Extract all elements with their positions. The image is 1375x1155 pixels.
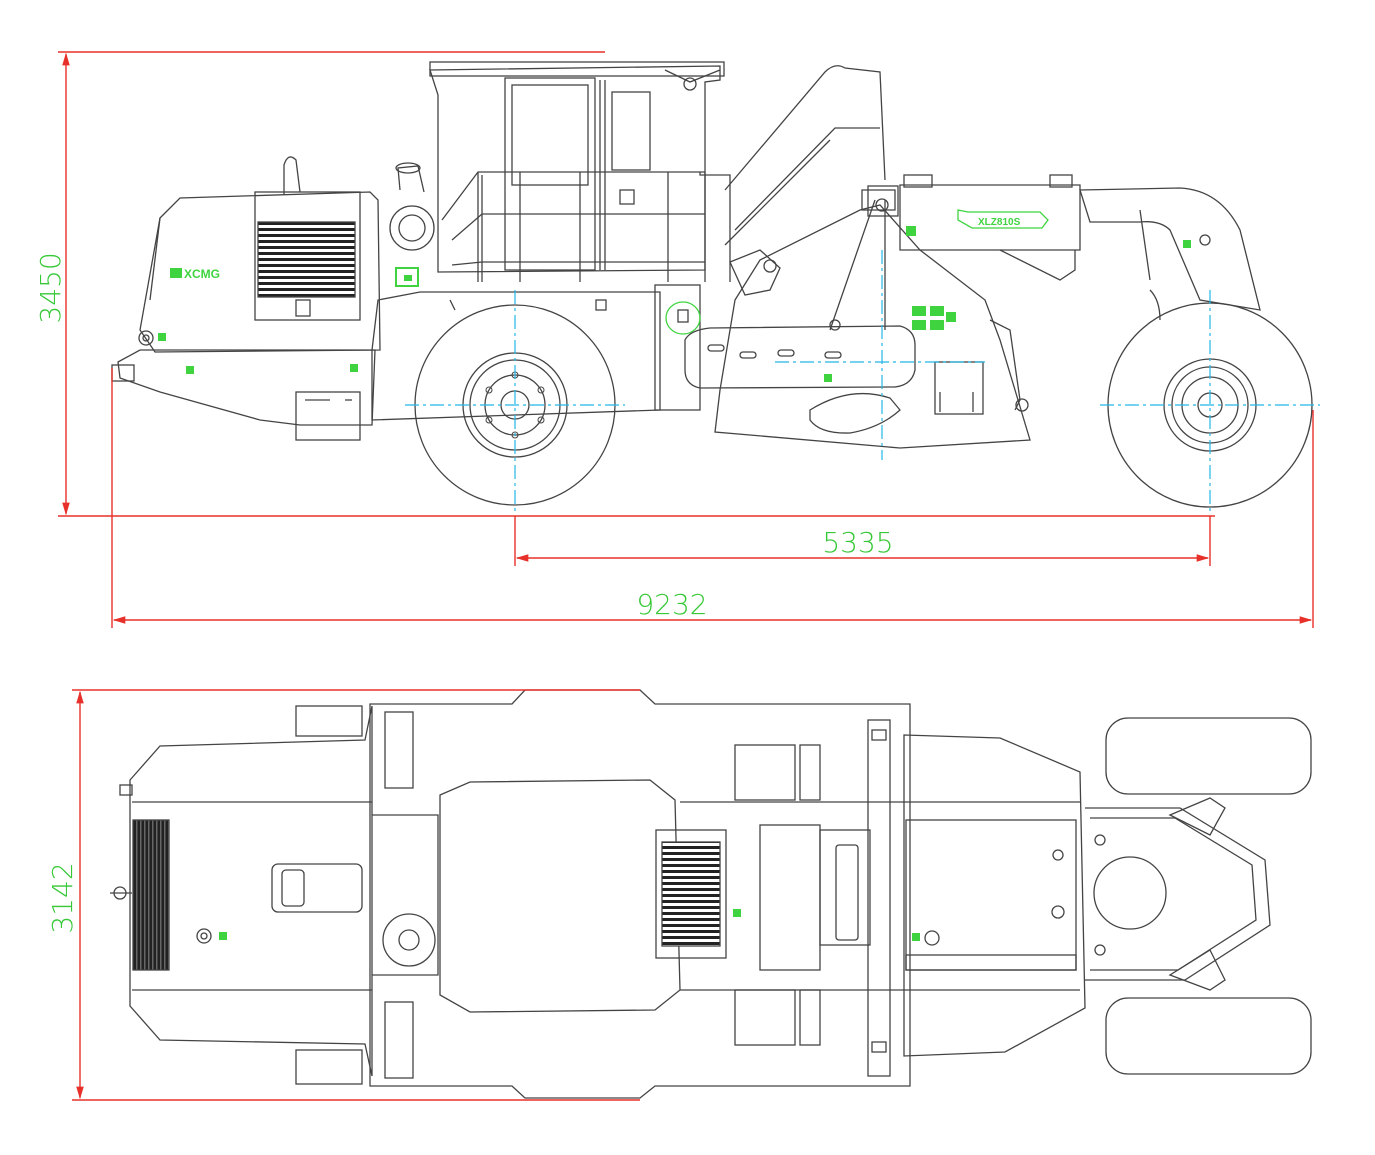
front-housing-top — [903, 734, 1086, 1057]
rear-body-top — [129, 705, 373, 1077]
cab — [429, 65, 721, 273]
side-view — [111, 61, 1313, 508]
lift-arm — [829, 189, 896, 331]
rotor-housing — [714, 204, 1031, 449]
air-filter — [389, 205, 435, 251]
front-arm — [1079, 187, 1261, 311]
top-view — [110, 689, 1312, 1099]
main-frame — [371, 291, 661, 421]
model-badge: XLZ810S — [978, 217, 1021, 228]
overall-length-dimension: 9232 — [636, 588, 707, 621]
front-pivot — [1093, 856, 1167, 930]
height-dimension: 3450 — [34, 252, 67, 323]
rear-bumper — [117, 349, 376, 426]
railing — [441, 171, 706, 282]
side-view-markers — [158, 226, 1191, 382]
top-view-markers — [219, 909, 920, 941]
radiator-top — [661, 841, 721, 947]
engine-hood — [139, 191, 381, 353]
front-tire-right — [1105, 997, 1312, 1075]
front-beam — [899, 184, 1081, 251]
step-box — [295, 391, 361, 441]
top-dimensions — [72, 689, 640, 1101]
exhaust-pipe — [283, 156, 301, 195]
front-tire-left — [1105, 717, 1312, 795]
engine-grille — [257, 221, 356, 298]
front-beam-top — [867, 719, 891, 1077]
width-dimension: 3142 — [46, 862, 79, 933]
cab-roof-top — [439, 779, 681, 1013]
ladder-rail — [724, 65, 886, 191]
brand-logo: XCMG — [184, 267, 220, 281]
wheel-centerlines — [405, 250, 1320, 515]
front-tow-frame — [1085, 807, 1271, 981]
wheelbase-dimension: 5335 — [822, 526, 893, 559]
central-frame — [369, 689, 911, 1099]
rear-grille-top — [132, 819, 170, 971]
side-dimensions — [58, 51, 1314, 628]
